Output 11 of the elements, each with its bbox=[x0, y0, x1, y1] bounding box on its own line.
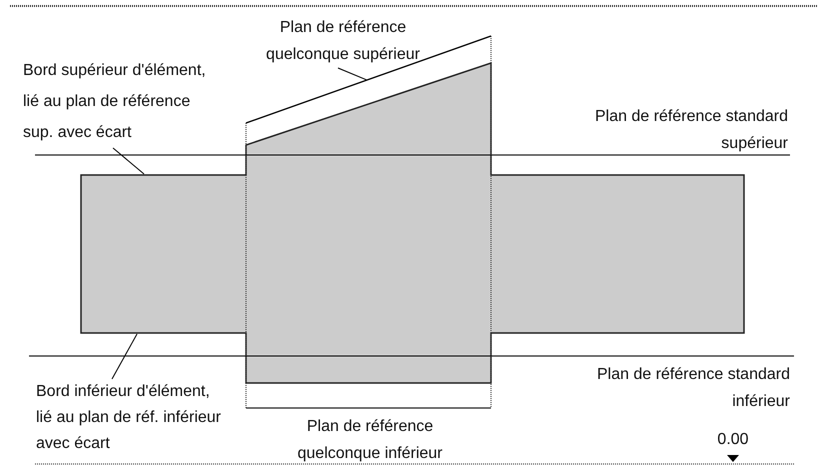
level-value: 0.00 bbox=[716, 430, 750, 450]
leader-line bbox=[338, 68, 368, 81]
callout-text: Bord inférieur d'élément, lié au plan de réf. inférieur avec écart bbox=[36, 379, 228, 457]
plane-label: Plan de référence standard inférieur bbox=[596, 365, 790, 412]
callout-text: Bord supérieur d'élément, lié au plan de référence sup. avec écart bbox=[23, 55, 215, 148]
reference-plane-line bbox=[246, 35, 492, 124]
callout-text: Plan de référence quelconque supérieur bbox=[258, 14, 428, 68]
leader-line bbox=[112, 334, 138, 380]
leader-line bbox=[112, 148, 144, 174]
plane-label: Plan de référence standard supérieur bbox=[594, 107, 788, 154]
plane-label: Plan de référence quelconque inférieur bbox=[296, 417, 444, 464]
